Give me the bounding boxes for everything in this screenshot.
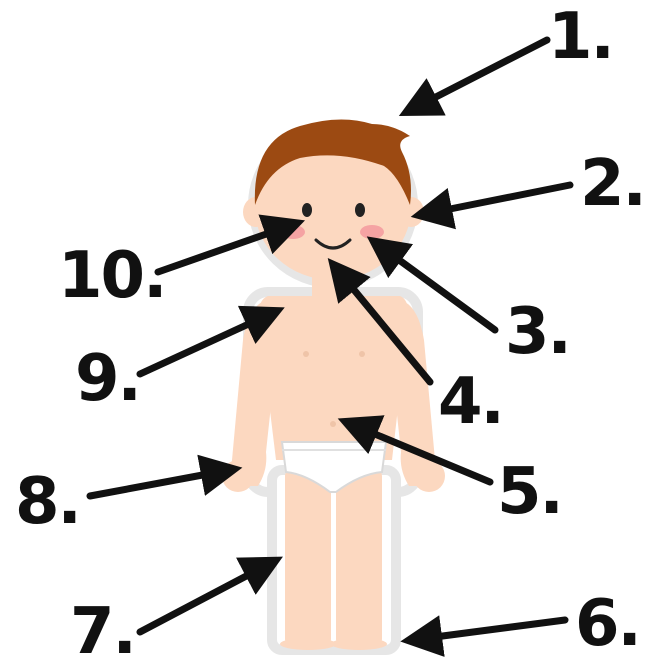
- label-7: 7.: [70, 600, 135, 664]
- label-1: 1.: [548, 5, 613, 69]
- left-eye: [302, 203, 312, 217]
- belly-button: [330, 421, 336, 427]
- right-cheek: [360, 225, 384, 239]
- arrow-2: [445, 185, 570, 210]
- arrow-8: [90, 474, 208, 496]
- right-eye: [355, 203, 365, 217]
- arrow-6: [435, 620, 565, 637]
- chest-detail: [359, 351, 365, 357]
- left-cheek: [281, 225, 305, 239]
- label-2: 2.: [580, 152, 645, 216]
- label-4: 4.: [438, 370, 503, 434]
- arrow-9: [140, 322, 253, 374]
- arrow-10: [158, 232, 272, 272]
- arrow-7: [140, 573, 252, 632]
- label-5: 5.: [497, 460, 562, 524]
- label-3: 3.: [505, 300, 570, 364]
- label-10: 10.: [58, 244, 165, 308]
- label-6: 6.: [575, 592, 640, 656]
- label-9: 9.: [75, 347, 140, 411]
- label-8: 8.: [15, 470, 80, 534]
- arrow-1: [430, 40, 547, 100]
- chest-detail: [303, 351, 309, 357]
